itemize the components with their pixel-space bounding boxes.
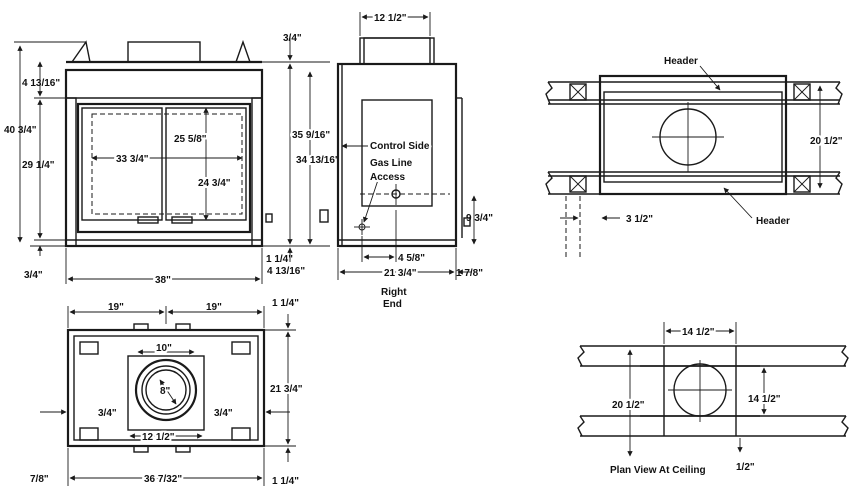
front-opening-width-dim: 33 3/4" — [116, 154, 149, 165]
front-right-spike — [235, 39, 251, 63]
top-right-half-dim: 19" — [206, 302, 222, 313]
side-access-panel — [361, 99, 433, 207]
top-bottom-offset-dim: 1 1/4" — [272, 476, 299, 487]
front-base-height-dim: 1 1/4" — [266, 254, 293, 265]
ceiling-inner-dim: 14 1/2" — [748, 394, 781, 405]
header-span-dim: 20 1/2" — [810, 136, 843, 147]
front-glass-height-upper-dim: 25 5/8" — [174, 134, 207, 145]
side-rear-offset-dim: 1 7/8" — [456, 268, 483, 279]
ceiling-width-top-dim: 14 1/2" — [682, 327, 715, 338]
side-gas-height-dim: 9 3/4" — [466, 213, 493, 224]
top-body — [66, 328, 266, 448]
top-left-half-dim: 19" — [108, 302, 124, 313]
side-gas-line-note: Gas Line — [370, 158, 413, 169]
side-caption-line2: End — [383, 299, 402, 310]
header-chase-box — [598, 74, 788, 196]
side-access-note: Access — [370, 172, 405, 183]
top-collar-outer — [134, 358, 198, 422]
top-depth-dim: 21 3/4" — [270, 384, 303, 395]
top-total-width-dim: 36 7/32" — [144, 474, 182, 485]
ceiling-step-dim: 1/2" — [736, 462, 755, 473]
side-flue-collar — [359, 37, 435, 65]
front-firebox-outline — [91, 113, 243, 215]
front-base-depth-dim: 4 13/16" — [267, 266, 305, 277]
top-left-inset-dim: 3/4" — [98, 408, 117, 419]
header-view: Header Header 20 1/2" 3 1/2" — [545, 56, 845, 258]
top-collar-base-dim: 12 1/2" — [142, 432, 175, 443]
front-opening-height-dim: 29 1/4" — [22, 160, 55, 171]
ceiling-view: 14 1/2" 20 1/2" 14 1/2" 1/2" Plan View A… — [577, 322, 849, 476]
ceiling-span-dim: 20 1/2" — [612, 400, 645, 411]
front-glass-height-lower-dim: 24 3/4" — [198, 178, 231, 189]
top-flue-dim: 8" — [160, 386, 171, 397]
front-view: 3/4" 4 13/16" 40 3/4" 29 1/4" 3/4" 33 3/… — [4, 33, 342, 288]
top-collar-outer-dim: 10" — [156, 343, 172, 354]
side-gas-offset-dim: 4 5/8" — [398, 253, 425, 264]
top-flue — [141, 365, 191, 415]
side-caption-line1: Right — [381, 287, 407, 298]
top-top-offset-dim: 1 1/4" — [272, 298, 299, 309]
front-overall-height-dim: 40 3/4" — [4, 125, 37, 136]
front-glass-frame — [76, 102, 252, 234]
header-offset-dim: 3 1/2" — [626, 214, 653, 225]
header-top-label: Header — [664, 56, 698, 67]
front-bottom-offset-dim: 3/4" — [24, 270, 43, 281]
top-left-edge-dim: 7/8" — [30, 474, 49, 485]
side-view: 12 1/2" Control Side Gas Line Access 9 3… — [319, 11, 493, 310]
front-flue-collar — [127, 41, 201, 63]
top-right-inset-dim: 3/4" — [214, 408, 233, 419]
front-top-recess-dim: 4 13/16" — [22, 78, 60, 89]
front-side-height-lower-dim: 34 13/16" — [296, 155, 340, 166]
side-control-side-note: Control Side — [370, 141, 430, 152]
top-view: 19" 19" 10" 8" 12 1/2" 3/4" 3/4" 36 7/32… — [30, 298, 305, 487]
ceiling-caption: Plan View At Ceiling — [610, 465, 706, 476]
front-total-width-dim: 38" — [155, 275, 171, 286]
header-bottom-label: Header — [756, 216, 790, 227]
front-left-spike — [70, 40, 91, 63]
front-side-height-upper-dim: 35 9/16" — [292, 130, 330, 141]
side-collar-width-dim: 12 1/2" — [374, 13, 407, 24]
front-top-flange-dim: 3/4" — [283, 33, 302, 44]
side-depth-dim: 21 3/4" — [384, 268, 417, 279]
side-body — [336, 62, 458, 248]
